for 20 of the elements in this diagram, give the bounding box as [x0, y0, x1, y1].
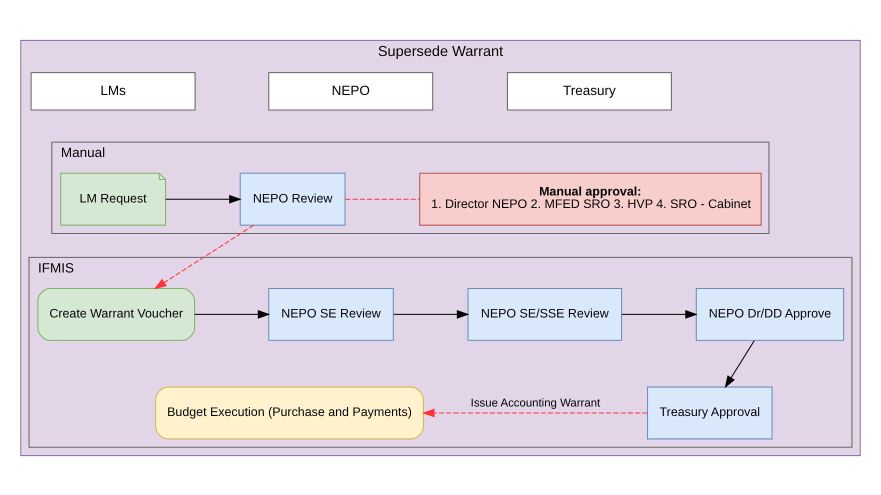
arrow [724, 340, 755, 388]
edge-label: Issue Accounting Warrant [470, 397, 600, 410]
node-box: Treasury [506, 72, 672, 110]
node-box: Budget Execution (Purchase and Payments) [155, 386, 424, 439]
arrow [194, 310, 270, 318]
node-box: Manual approval: 1. Director NEPO 2. MFED SRO 3. HVP 4. SRO - Cabinet [419, 172, 762, 226]
node-box: NEPO SE Review [268, 287, 394, 340]
node-box: NEPO [268, 72, 434, 110]
arrow [166, 194, 242, 204]
node-box: NEPO SE/SSE Review [467, 287, 622, 340]
node-box: Create Warrant Voucher [37, 287, 196, 340]
node-box: NEPO Review [240, 172, 346, 226]
arrow [622, 310, 698, 318]
node-box: Treasury Approval [647, 386, 773, 439]
node-box: LMs [30, 72, 196, 110]
node-box: NEPO Dr/DD Approve [696, 287, 844, 340]
arrow [394, 310, 470, 318]
connector [345, 198, 420, 200]
arrow [154, 224, 254, 289]
arrow [422, 408, 648, 417]
